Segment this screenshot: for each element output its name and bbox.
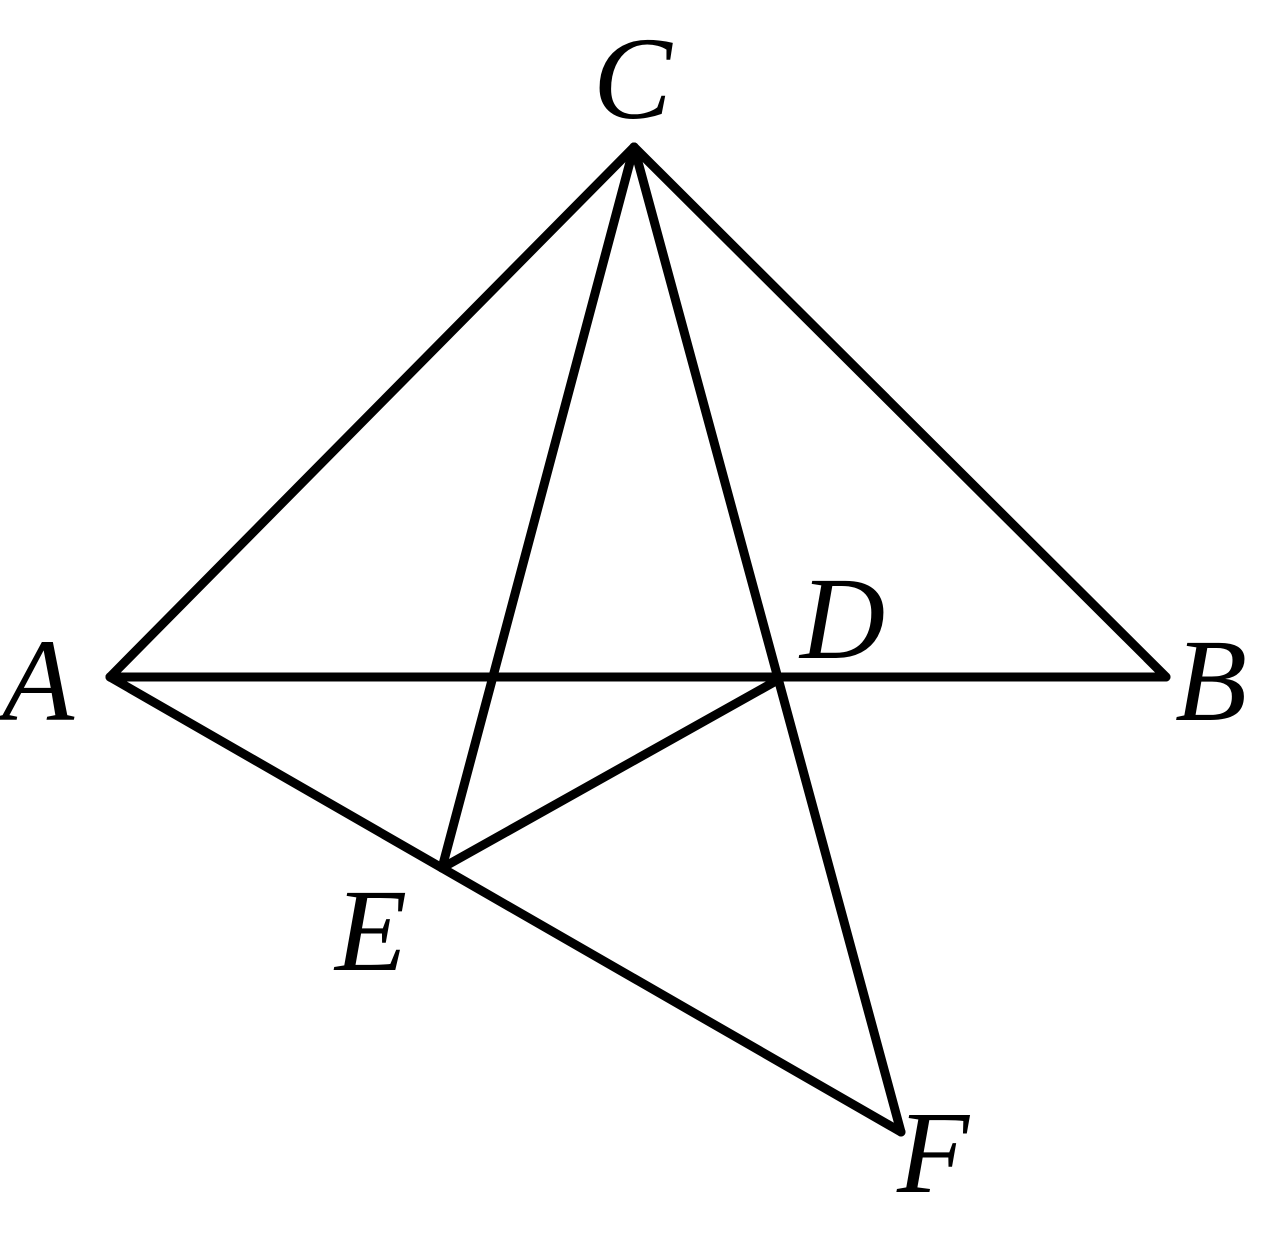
- label-point-a: A: [0, 615, 75, 746]
- label-point-d: D: [798, 553, 885, 684]
- segment-af: [105, 672, 906, 1137]
- segment-ce: [437, 142, 639, 873]
- segment-cf: [629, 142, 906, 1137]
- segment-ed: [437, 676, 781, 873]
- segment-ac: [105, 142, 639, 682]
- point-labels: C A B D E F: [0, 13, 1247, 1218]
- label-point-e: E: [333, 865, 407, 996]
- label-point-c: C: [593, 13, 673, 144]
- label-point-b: B: [1175, 615, 1247, 746]
- segments: [105, 142, 1171, 1137]
- label-point-f: F: [896, 1087, 971, 1218]
- segment-cb: [629, 142, 1171, 682]
